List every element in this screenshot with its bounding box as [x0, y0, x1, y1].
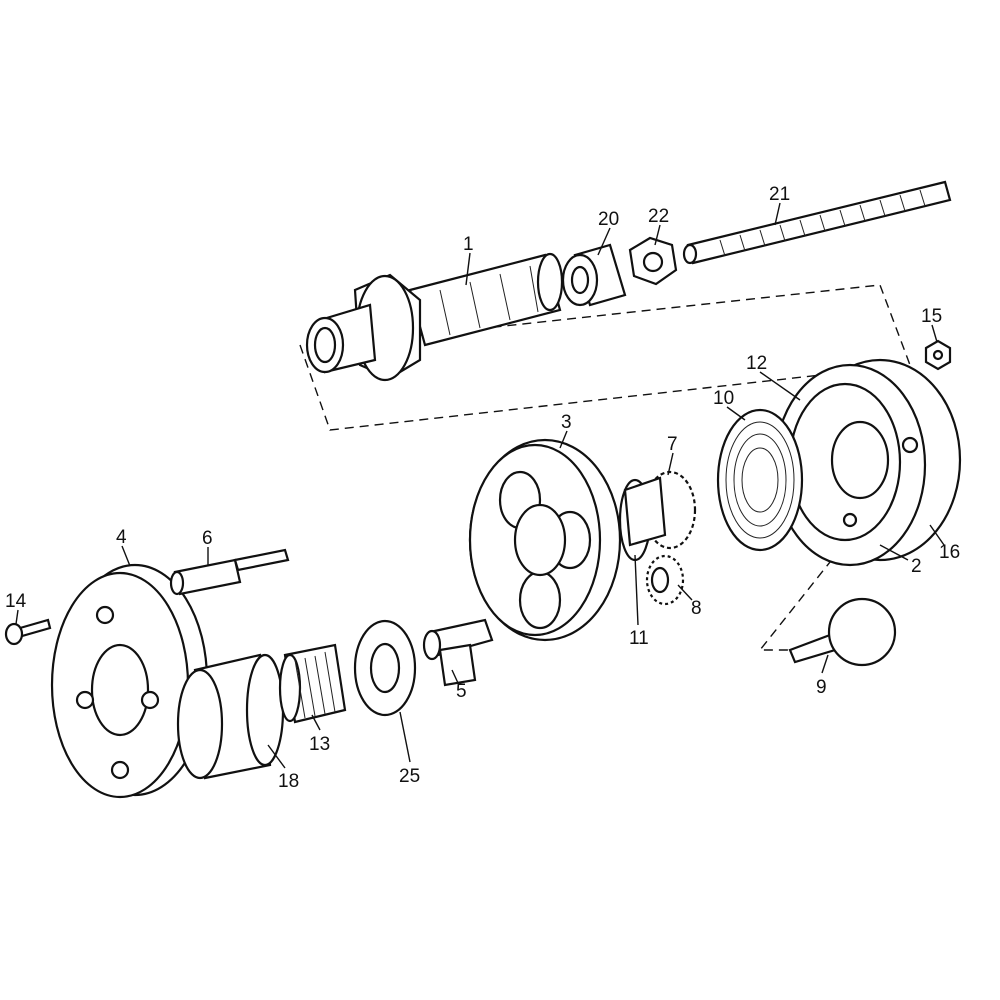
callout-5: 5 [456, 681, 467, 702]
callout-2: 2 [911, 556, 922, 577]
callout-1: 1 [463, 234, 474, 255]
part-7-gear [623, 470, 697, 550]
part-1-main-shaft [305, 252, 564, 382]
callout-8: 8 [691, 598, 702, 619]
callout-22: 22 [648, 206, 669, 227]
part-6-stud [169, 548, 290, 596]
callout-14: 14 [5, 591, 27, 612]
part-20-bushing [561, 243, 627, 307]
part-2-housing [773, 358, 962, 567]
callout-11: 11 [629, 628, 649, 649]
callout-20: 20 [598, 209, 619, 230]
part-9-knob [788, 597, 897, 667]
callout-10: 10 [713, 388, 734, 409]
callout-6: 6 [202, 528, 213, 549]
part-22-nut [628, 236, 678, 286]
callout-7: 7 [667, 434, 678, 455]
callout-12: 12 [746, 353, 767, 374]
part-25-washer [353, 619, 417, 717]
callout-3: 3 [561, 412, 572, 433]
part-8-gear [645, 554, 685, 606]
part-4-flange [50, 563, 209, 799]
part-5-shaft [422, 618, 494, 687]
callout-13: 13 [309, 734, 330, 755]
part-10-spring [716, 408, 804, 552]
callout-16: 16 [939, 542, 960, 563]
assembly-line [299, 284, 911, 431]
callout-21: 21 [769, 184, 790, 205]
leader-lines [15, 202, 945, 769]
callout-4: 4 [116, 527, 127, 548]
part-3-carrier [468, 438, 622, 642]
part-15-nut [924, 339, 952, 371]
callout-9: 9 [816, 677, 827, 698]
part-13-splined-sleeve [278, 643, 347, 724]
callout-18: 18 [278, 771, 299, 792]
part-21-threaded-rod [682, 180, 952, 265]
callout-25: 25 [399, 766, 420, 787]
callout-15: 15 [921, 306, 942, 327]
part-14-bolt [4, 618, 52, 646]
part-18-drum [176, 653, 285, 780]
callout-labels: 1 20 22 21 15 12 10 3 7 4 6 14 11 8 2 16… [5, 184, 960, 792]
